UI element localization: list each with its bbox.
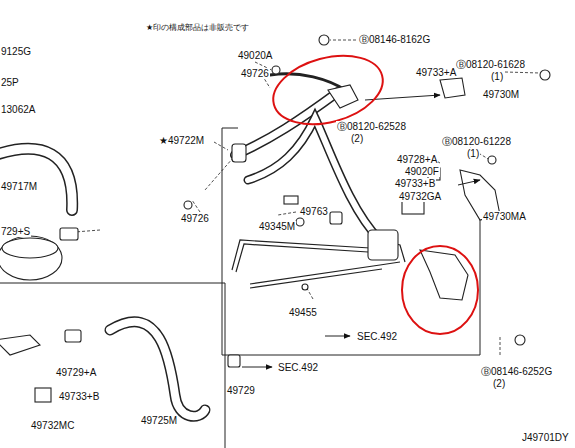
leader-lines [75,40,540,355]
callout-number: 49726 [180,213,210,224]
callout-number: (2) [492,378,506,389]
callout-number: 49455 [288,307,318,318]
callout-number: 49732GA [398,191,442,202]
callout-number: 49725M [140,415,178,426]
callout-number: 49726 [240,68,270,79]
callout-number: 49729 [226,385,256,396]
note-text: ★印の構成部品は非販売です [145,22,250,33]
callout-number: Ⓑ08120-61228 [441,136,512,147]
callout-number: 49345M [258,221,296,232]
callout-number: 49732MC [30,420,75,431]
callout-number: (1) [466,148,480,159]
callout-number: 49020F [404,166,440,177]
callout-number: 49733+A [415,67,457,78]
callout-number: 49729+A [55,367,97,378]
callout-number: SEC.492 [277,362,319,373]
hoses [0,74,380,417]
callout-number: Ⓑ08146-6252G [480,366,553,377]
callout-number: 49730MA [482,211,527,222]
callout-number: 9125G [0,46,32,57]
callout-number: 729+S [0,226,31,237]
callout-number: 49717M [0,181,38,192]
callout-number: 13062A [0,104,36,115]
callout-number: Ⓑ08146-8162G [358,34,431,45]
callout-number: Ⓑ08120-61628 [455,59,526,70]
callout-number: (1) [490,71,504,82]
callout-number: SEC.492 [356,331,398,342]
callout-number: 49733+B [58,391,100,402]
callout-number: 49733+B [394,178,436,189]
callout-number: (2) [350,133,364,144]
callout-number: 25P [0,77,20,88]
parts [0,35,550,402]
callout-number: 49020A [237,50,273,61]
callout-number: 49728+A [396,154,438,165]
highlight-ellipses [266,45,478,334]
callout-number: 49763 [299,206,329,217]
callout-number: 49730M [482,89,520,100]
callout-number: ★49722M [158,135,205,146]
callout-number: Ⓑ08120-62528 [336,121,407,132]
diagram-code: J49701DY [521,432,570,443]
